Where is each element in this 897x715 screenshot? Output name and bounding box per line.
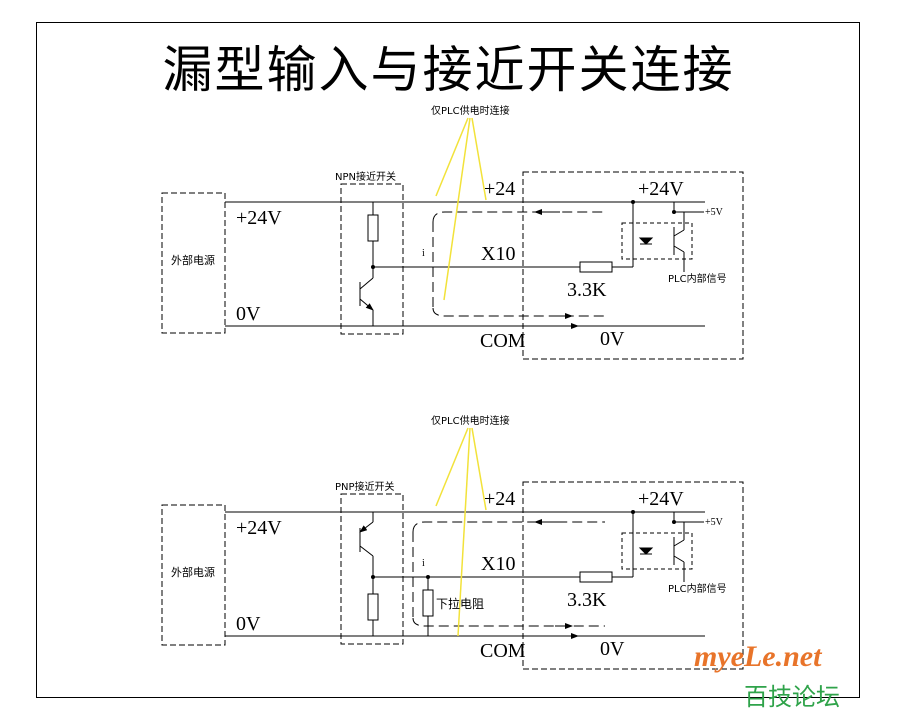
pnp-plc-0v-label: 0V xyxy=(600,638,625,660)
npn-v5-label: +5V xyxy=(705,207,724,218)
pnp-supply-box xyxy=(161,504,226,646)
npn-com-label: COM xyxy=(480,330,526,352)
pnp-optocoupler xyxy=(621,532,693,570)
pnp-plus24-label: +24 xyxy=(484,488,515,510)
pnp-v0-label: 0V xyxy=(236,613,261,635)
pnp-pulldown-resistor xyxy=(422,589,434,617)
pnp-junctions xyxy=(371,510,676,579)
pnp-current-label: i xyxy=(422,558,425,569)
pnp-plc-box xyxy=(522,481,744,670)
pnp-pulldown-label: 下拉电阻 xyxy=(436,596,484,611)
npn-plc-24v-label: +24V xyxy=(638,178,684,200)
npn-optocoupler xyxy=(621,222,693,260)
pnp-com-label: COM xyxy=(480,640,526,662)
npn-v24-label: +24V xyxy=(236,207,282,229)
npn-junctions xyxy=(371,200,676,269)
pnp-resistor-3k3 xyxy=(579,571,613,583)
pnp-supply-label: 外部电源 xyxy=(171,565,215,579)
pnp-resistor-label: 3.3K xyxy=(567,589,607,611)
npn-plc-box xyxy=(522,171,744,360)
page-frame xyxy=(36,22,860,698)
pnp-note: 仅PLC供电时连接 xyxy=(431,414,510,427)
npn-current-label: i xyxy=(422,248,425,259)
npn-plus24-label: +24 xyxy=(484,178,515,200)
pnp-switch-box xyxy=(340,493,404,645)
pnp-switch-resistor xyxy=(367,593,379,621)
npn-resistor-3k3 xyxy=(579,261,613,273)
npn-switch-label: NPN接近开关 xyxy=(335,170,396,183)
pnp-v24-label: +24V xyxy=(236,517,282,539)
pnp-switch-label: PNP接近开关 xyxy=(335,480,395,493)
npn-switch-box xyxy=(340,183,404,335)
watermark-forum: 百技论坛 xyxy=(744,683,840,711)
npn-v0-label: 0V xyxy=(236,303,261,325)
watermark-site: myeLe.net xyxy=(694,640,822,673)
npn-resistor-label: 3.3K xyxy=(567,279,607,301)
npn-input-label: X10 xyxy=(481,243,515,265)
pnp-signal-label: PLC内部信号 xyxy=(668,582,727,595)
npn-note-pointers xyxy=(435,117,487,301)
npn-diagram xyxy=(161,171,744,360)
pnp-note-pointers xyxy=(435,427,487,637)
npn-switch-resistor xyxy=(367,214,379,242)
npn-plc-0v-label: 0V xyxy=(600,328,625,350)
npn-supply-box xyxy=(161,192,226,334)
pnp-plc-24v-label: +24V xyxy=(638,488,684,510)
npn-note: 仅PLC供电时连接 xyxy=(431,104,510,117)
page-title: 漏型输入与接近开关连接 xyxy=(162,41,735,99)
pnp-v5-label: +5V xyxy=(705,517,724,528)
pnp-input-label: X10 xyxy=(481,553,515,575)
pnp-diagram xyxy=(161,481,744,670)
npn-signal-label: PLC内部信号 xyxy=(668,272,727,285)
npn-supply-label: 外部电源 xyxy=(171,253,215,267)
